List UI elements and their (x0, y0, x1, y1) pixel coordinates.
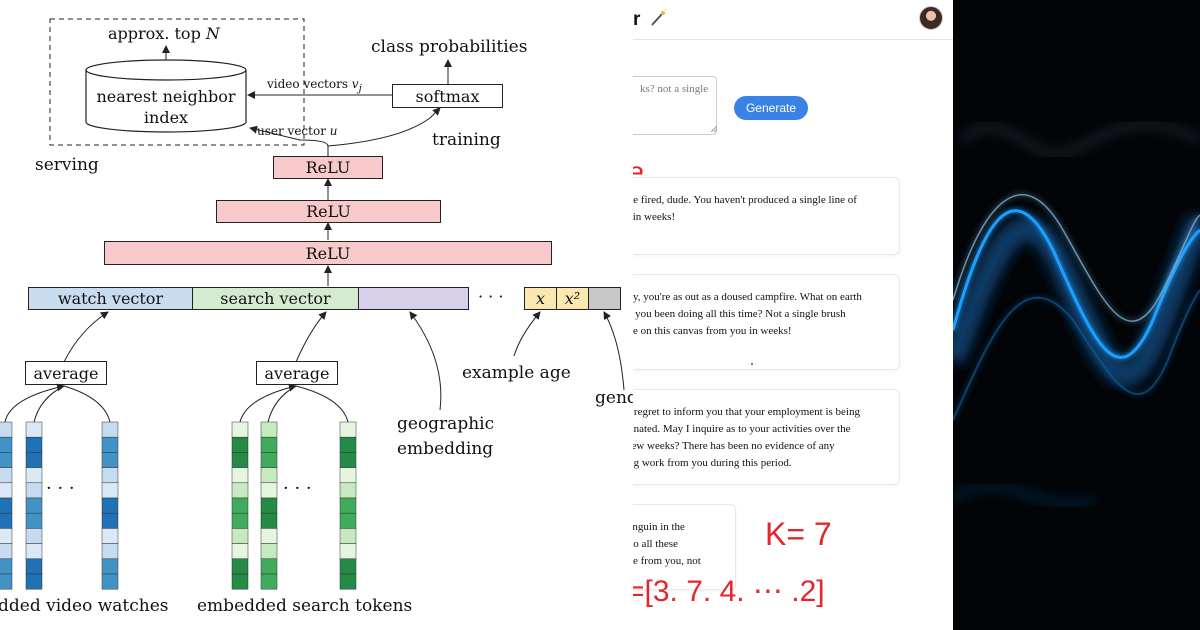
features-ellipsis: · · · (478, 287, 504, 306)
card-1-line-2: le in weeks! (633, 211, 676, 223)
search-average-fan (239, 383, 349, 423)
card-2-line-3: oke on this canvas from you in weeks! (633, 325, 792, 337)
embedded-search-tokens-label: embedded search tokens (197, 596, 413, 616)
gender-segment (588, 287, 621, 310)
relu-layer-middle: ReLU (216, 200, 441, 223)
output-card-3: , I regret to inform you that your emplo… (633, 389, 900, 485)
card-2-dot (751, 363, 753, 365)
user-avatar[interactable] (919, 6, 943, 30)
card-2-line-1: ddy, you're as out as a doused campfire.… (633, 291, 862, 303)
card-4-line-1: penguin in the (633, 521, 685, 533)
watch-vector-segment: watch vector (28, 287, 193, 310)
training-label: training (432, 130, 501, 150)
video-watch-embedding-columns (0, 421, 119, 590)
serving-dashed-box (49, 18, 305, 146)
search-columns-ellipsis: · · · (283, 478, 312, 499)
approx-top-n-label: approx. top N (108, 24, 220, 43)
watch-average-box: average (25, 361, 107, 385)
geographic-embedding-label: geographic embedding (397, 414, 495, 459)
embedded-video-watches-label: dded video watches (0, 596, 169, 616)
generate-button[interactable]: Generate (734, 96, 808, 120)
card-2-line-2: ve you been doing all this time? Not a s… (633, 308, 846, 320)
card-4-line-2: p to all these (633, 538, 678, 550)
magic-wand-icon (651, 9, 667, 26)
watch-columns-ellipsis: · · · (46, 478, 75, 499)
serving-label: serving (35, 155, 99, 175)
handwritten-k-value: K= 7 (765, 516, 832, 552)
geographic-embedding-segment (358, 287, 469, 310)
card-4-line-3: ode from you, not (633, 555, 701, 567)
gender-label: gend (595, 388, 633, 408)
search-token-column-3 (339, 421, 357, 590)
card-3-line-1: , I regret to inform you that your emplo… (633, 406, 860, 418)
example-age-label: example age (462, 363, 571, 383)
prompt-textarea[interactable]: ks? not a single (633, 76, 717, 135)
video-watch-column-1 (0, 421, 13, 590)
nearest-neighbor-index-label: nearest neighbor index (96, 87, 236, 127)
handwritten-list: =[3. 7. 4. ⋯ .2] (633, 575, 825, 608)
search-token-column-2 (260, 421, 278, 590)
output-card-2: ddy, you're as out as a doused campfire.… (633, 274, 900, 370)
video-watch-column-3 (101, 421, 119, 590)
card-1-line-1: u're fired, dude. You haven't produced a… (633, 194, 857, 206)
text-generator-app: r ks? not a single Generate e u're fired… (633, 0, 953, 630)
glowing-wave-image (953, 123, 1200, 508)
card-3-line-3: t few weeks? There has been no evidence … (633, 440, 835, 452)
search-token-column-1 (231, 421, 249, 590)
app-header: r (633, 0, 953, 40)
softmax-box: softmax (392, 84, 503, 108)
light-wave-photo (953, 0, 1200, 630)
output-card-4: penguin in the p to all these ode from y… (633, 504, 736, 590)
video-watch-column-2 (25, 421, 43, 590)
recommendation-architecture-diagram: · · · · · · serving training approx. top… (0, 18, 633, 616)
app-title: r (633, 9, 641, 30)
search-vector-segment: search vector (192, 287, 359, 310)
textarea-resize-handle[interactable] (711, 126, 717, 132)
relu-layer-bottom: ReLU (104, 241, 552, 265)
card-3-line-2: minated. May I inquire as to your activi… (633, 423, 851, 435)
watch-average-fan (4, 383, 111, 423)
example-age-x-segment: x (524, 287, 557, 310)
example-age-x2-segment: x² (556, 287, 589, 310)
video-vectors-label: video vectors vj (267, 77, 362, 95)
card-3-line-4: ling work from you during this period. (633, 457, 792, 469)
user-vector-label: user vector u (257, 124, 338, 138)
class-probabilities-label: class probabilities (371, 37, 528, 57)
handwritten-mark-top: e (633, 156, 644, 190)
relu-layer-top: ReLU (273, 156, 383, 179)
output-card-1: u're fired, dude. You haven't produced a… (633, 177, 900, 255)
search-average-box: average (256, 361, 338, 385)
nearest-neighbor-cylinder (85, 59, 247, 133)
search-token-embedding-columns (231, 421, 357, 590)
diagram-connectors: · · · · · · (0, 18, 625, 590)
